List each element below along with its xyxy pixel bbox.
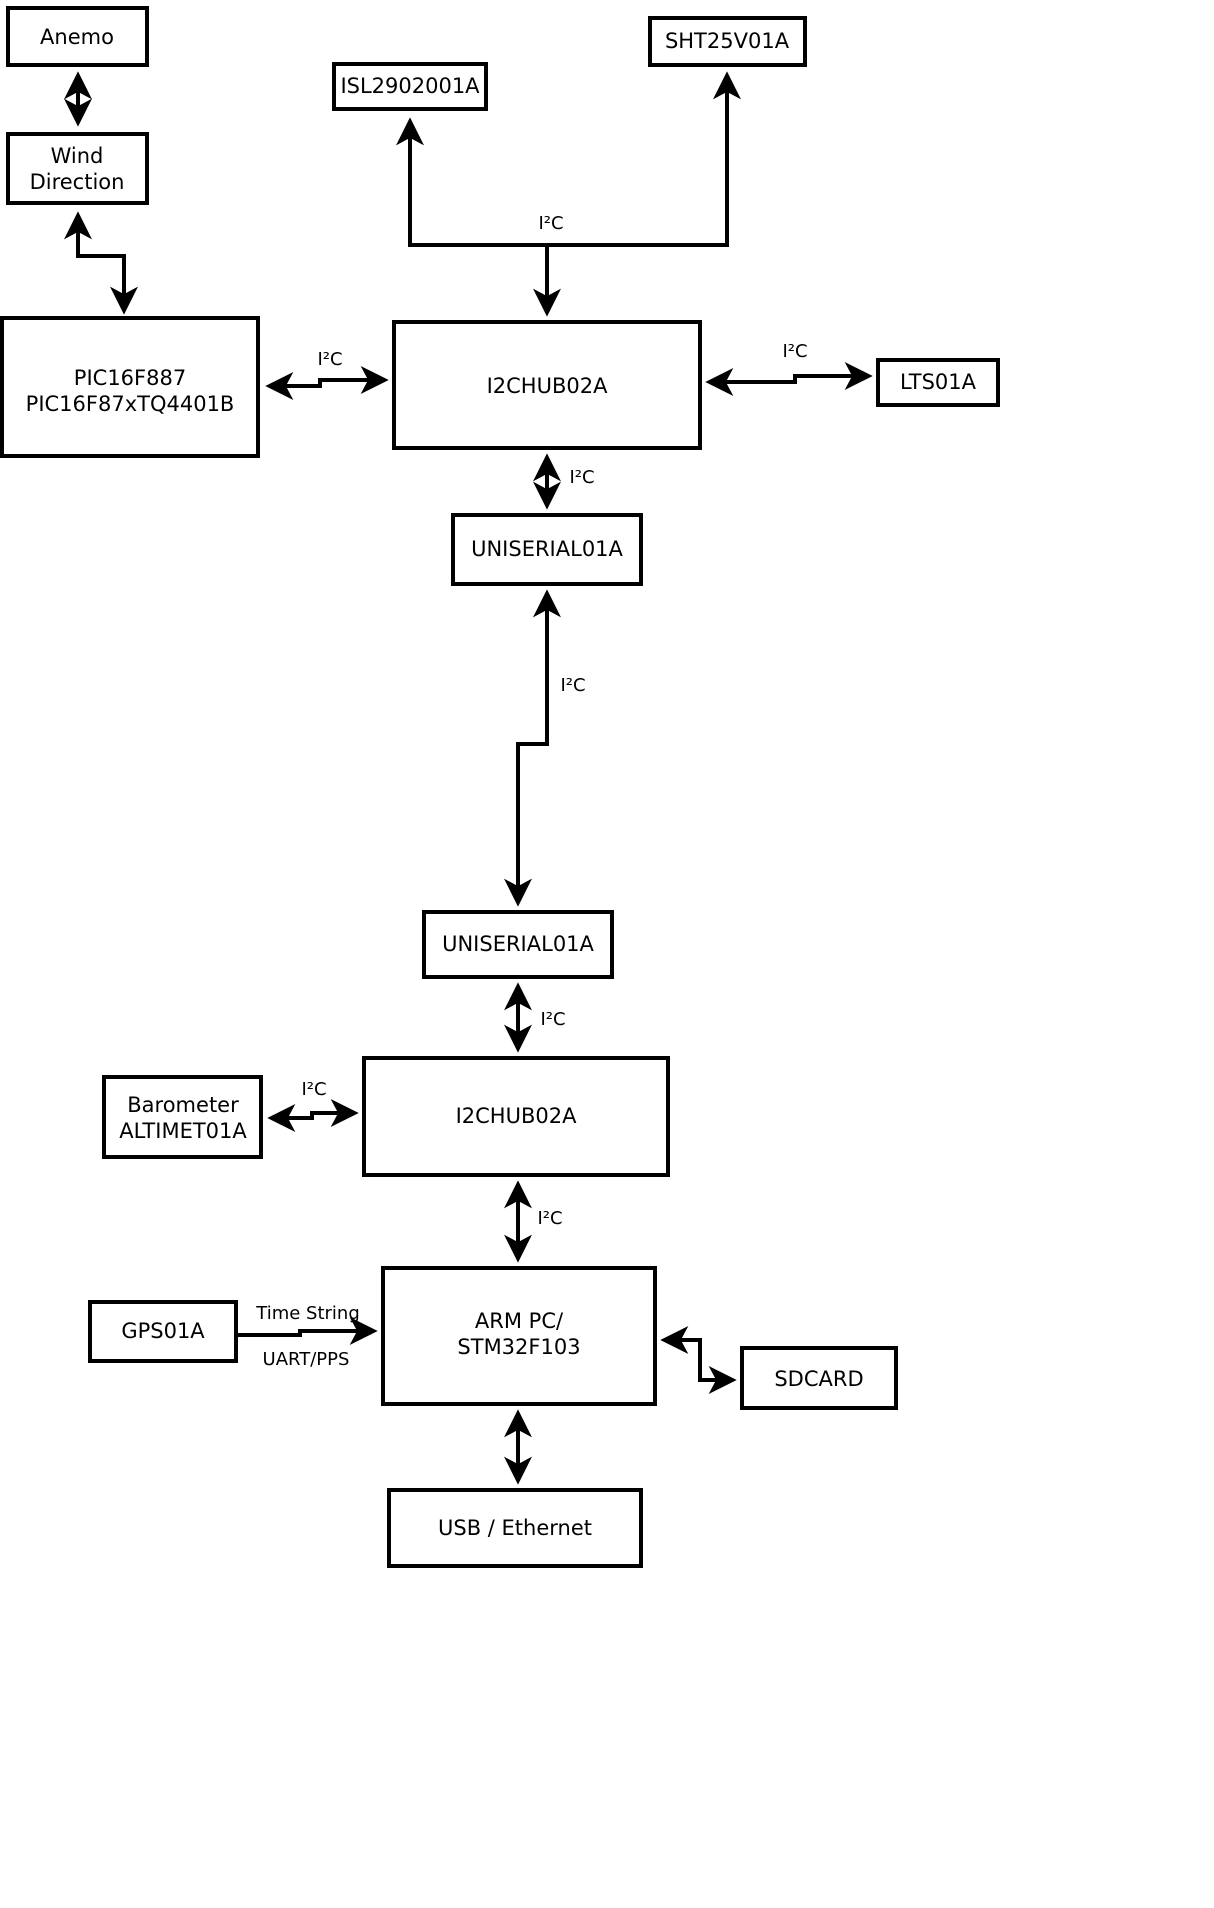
node-label-usb-ethernet: USB / Ethernet [438,1516,592,1540]
node-label-wind-direction-line1: Wind [51,144,104,168]
node-label-wind-direction-line2: Direction [30,170,125,194]
edge-label-pic-i2chub: I²C [317,349,342,370]
node-label-barometer-line1: Barometer [127,1093,239,1117]
node-label-sdcard: SDCARD [774,1367,863,1391]
node-i2chub02a-top[interactable]: I2CHUB02A [392,320,702,450]
edge-labels-layer: I²C I²C I²C I²C I²C I²C I²C I²C Time Str… [255,213,807,1370]
node-wind-direction[interactable]: Wind Direction [6,132,149,205]
node-anemo[interactable]: Anemo [6,6,149,67]
edge-pic-winddirection [64,211,138,315]
node-label-gps01a: GPS01A [121,1319,205,1343]
nodes-layer: Anemo Wind Direction ISL2902001A SHT25V0… [0,6,1000,1568]
node-label-uniserial01a-bottom: UNISERIAL01A [442,932,594,956]
node-label-pic-line2: PIC16F87xTQ4401B [26,392,235,416]
node-uniserial01a-top[interactable]: UNISERIAL01A [451,513,643,586]
node-label-arm-line2: STM32F103 [457,1335,580,1359]
edge-uniserial-uniserial [504,589,561,907]
node-label-i2chub02a-bottom: I2CHUB02A [456,1104,578,1128]
node-label-isl2902001a: ISL2902001A [340,74,480,98]
node-isl2902001a[interactable]: ISL2902001A [332,62,488,111]
edge-label-barometer-i2chub: I²C [301,1079,326,1100]
node-label-pic-line1: PIC16F887 [74,366,186,390]
node-label-arm-line1: ARM PC/ [475,1309,564,1333]
edge-label-gps-arm-timestring: Time String [255,1303,360,1324]
node-label-sht25v01a: SHT25V01A [665,29,790,53]
edges-layer [64,71,873,1485]
node-label-uniserial01a-top: UNISERIAL01A [471,537,623,561]
node-usb-ethernet[interactable]: USB / Ethernet [387,1488,643,1568]
node-sdcard[interactable]: SDCARD [740,1346,898,1410]
edge-barometer-i2chub-bottom [267,1099,359,1132]
edge-label-gps-arm-uartpps: UART/PPS [263,1349,350,1370]
edge-label-uniserial-uniserial: I²C [560,675,585,696]
node-pic16f887[interactable]: PIC16F887 PIC16F87xTQ4401B [0,316,260,458]
node-label-barometer-line2: ALTIMET01A [119,1119,247,1143]
node-label-anemo: Anemo [40,25,114,49]
edge-label-i2chub-lts: I²C [782,341,807,362]
edge-gps-arm [236,1317,378,1345]
edge-label-uniserial-i2chub-bottom: I²C [540,1009,565,1030]
edge-i2chub-isl [396,117,561,317]
edge-i2chub-sht [547,71,741,247]
node-label-i2chub02a-top: I2CHUB02A [487,374,609,398]
node-uniserial01a-bottom[interactable]: UNISERIAL01A [422,910,614,979]
node-sht25v01a[interactable]: SHT25V01A [648,16,807,67]
edge-pic-i2chub-top [265,366,389,400]
node-i2chub02a-bottom[interactable]: I2CHUB02A [362,1056,670,1177]
edge-i2chub-lts [705,362,873,396]
node-barometer-altimet01a[interactable]: Barometer ALTIMET01A [102,1075,263,1159]
node-arm-pc-stm32f103[interactable]: ARM PC/ STM32F103 [381,1266,657,1406]
node-label-lts01a: LTS01A [900,370,977,394]
edge-label-i2chub-arm: I²C [537,1208,562,1229]
edge-arm-sdcard [660,1326,737,1394]
edge-label-i2chub-uniserial-top: I²C [569,467,594,488]
node-gps01a[interactable]: GPS01A [88,1300,238,1363]
node-lts01a[interactable]: LTS01A [876,358,1000,407]
edge-label-i2chub-sensors: I²C [538,213,563,234]
